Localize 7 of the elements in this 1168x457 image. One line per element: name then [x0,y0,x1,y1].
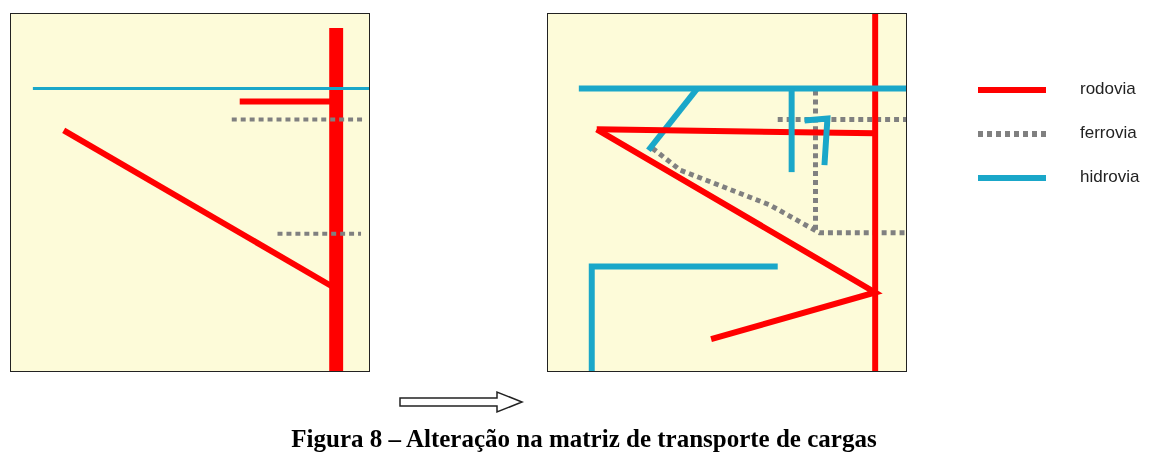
hollow-arrow [399,390,524,414]
legend-label: rodovia [1080,79,1136,99]
map-panel [10,13,370,372]
figure-caption: Figura 8 – Alteração na matriz de transporte de cargas [290,425,878,453]
legend-label: ferrovia [1080,123,1137,143]
legend-label: hidrovia [1080,167,1140,187]
map-panel [547,13,907,372]
